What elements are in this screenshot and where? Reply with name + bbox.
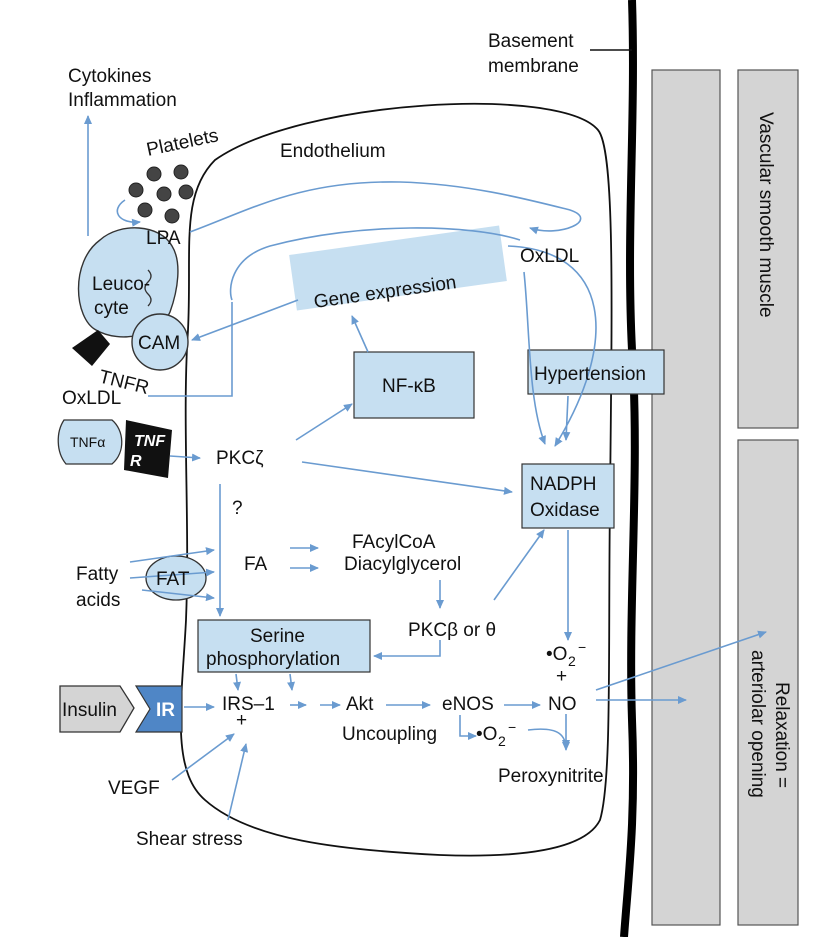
nfkb-label: NF-κB [382, 376, 436, 397]
svg-text:2: 2 [498, 733, 506, 749]
serine-label-line2: phosphorylation [206, 649, 340, 670]
nadph-oxidase-box [521, 463, 615, 529]
fatty-label: Fatty [76, 564, 119, 585]
vegf-label: VEGF [108, 778, 160, 799]
tnf-r-label-line1: TNF [134, 433, 166, 450]
nadph-label-line2: Oxidase [530, 500, 600, 521]
vascular-smooth-muscle-panel [651, 69, 721, 926]
leucocyte-shape [77, 227, 179, 338]
diacylglycerol-label: Diacylglycerol [344, 554, 461, 575]
tnf-r-label-line2: R [130, 453, 142, 470]
tnfa-shape [57, 419, 123, 465]
pkcz-label: PKCζ [216, 448, 264, 469]
lpa-label: LPA [146, 228, 181, 249]
platelets-cluster [128, 164, 194, 224]
shear-stress-label: Shear stress [136, 829, 243, 850]
irs1-plus-label: + [236, 710, 247, 731]
leucocyte-label-line2: cyte [94, 298, 129, 319]
acids-label: acids [76, 590, 120, 611]
ir-label: IR [156, 700, 175, 721]
enos-label: eNOS [442, 694, 494, 715]
no-label: NO [548, 694, 577, 715]
oxldl-left-label: OxLDL [62, 388, 121, 409]
relaxation-label-panel [737, 439, 799, 926]
hypertension-box [527, 349, 665, 395]
question-label: ? [232, 498, 243, 519]
superoxide-top: •O 2 − [546, 639, 586, 669]
fat-label: FAT [156, 569, 190, 590]
platelets-label: Platelets [145, 125, 221, 161]
akt-label: Akt [346, 694, 374, 715]
basement-label-line1: Basement [488, 31, 574, 52]
hypertension-label: Hypertension [534, 364, 646, 385]
nfkb-box [353, 351, 475, 419]
cam-circle [131, 313, 189, 371]
insulin-receptor-shape [134, 685, 183, 733]
tnf-receptor-shape [124, 420, 172, 478]
facylcoa-label: FAcylCoA [352, 532, 436, 553]
tnfa-label: TNFα [70, 434, 105, 450]
arrows [84, 115, 767, 821]
basement-label-line2: membrane [488, 56, 579, 77]
cam-label: CAM [138, 333, 180, 354]
endothelial-cell-outline [179, 102, 613, 857]
fa-label: FA [244, 554, 268, 575]
leucocyte-membrane-edge [144, 269, 152, 307]
leucocyte-label-line1: Leuco- [92, 274, 150, 295]
nadph-label-line1: NADPH [530, 474, 597, 495]
oxldl-top-label: OxLDL [520, 246, 579, 267]
serine-phosphorylation-box [197, 619, 371, 673]
relaxation-label-line2: arteriolar opening [747, 650, 768, 798]
plus-top-label: + [556, 666, 567, 687]
relaxation-label-line1: Relaxation = [771, 682, 792, 788]
vsm-label-panel [737, 69, 799, 429]
svg-text:•O: •O [546, 644, 567, 665]
cytokines-label: Cytokines [68, 66, 151, 87]
serine-label-line1: Serine [250, 626, 305, 647]
endothelium-label: Endothelium [280, 141, 386, 162]
insulin-shape [59, 685, 135, 733]
inflammation-label: Inflammation [68, 90, 177, 111]
svg-text:•O: •O [476, 724, 497, 745]
vascular-smooth-muscle-label: Vascular smooth muscle [755, 112, 776, 318]
svg-text:−: − [578, 639, 586, 655]
peroxynitrite-label: Peroxynitrite [498, 766, 604, 787]
tnfr-receptor-wedge [72, 330, 110, 366]
insulin-label: Insulin [62, 700, 117, 721]
pkcb-label: PKCβ or θ [408, 620, 496, 641]
irs1-label: IRS–1 [222, 694, 275, 715]
gene-expression-box [289, 225, 507, 311]
svg-text:−: − [508, 719, 516, 735]
svg-text:2: 2 [568, 653, 576, 669]
uncoupling-label: Uncoupling [342, 724, 437, 745]
superoxide-bottom: •O 2 − [476, 719, 516, 749]
basement-membrane-line [620, 0, 639, 937]
